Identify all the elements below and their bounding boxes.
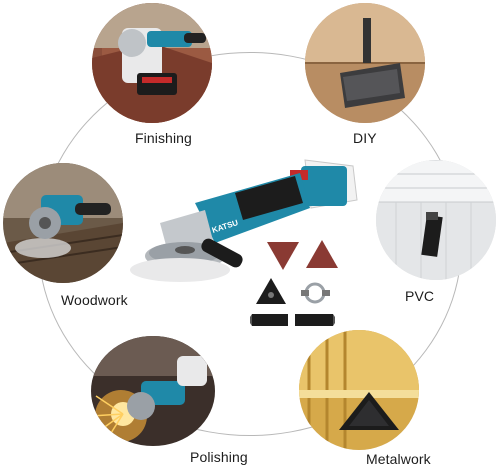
finishing-label: Finishing — [135, 130, 192, 146]
pvc-label: PVC — [405, 288, 435, 304]
pvc-photo — [376, 160, 496, 280]
hose-clamp-adapter — [298, 278, 332, 308]
polishing-label: Polishing — [190, 449, 248, 465]
finishing-photo — [92, 3, 212, 123]
metalwork-label: Metalwork — [366, 451, 431, 467]
polishing-photo — [91, 336, 215, 446]
triangular-sanding-pad-right — [304, 238, 340, 270]
triangular-sanding-pad-left — [265, 240, 301, 272]
oscillating-blade-right — [293, 309, 335, 331]
metalwork-photo — [299, 330, 419, 450]
woodwork-photo — [3, 163, 123, 283]
triangular-backing-pad — [254, 276, 288, 306]
oscillating-blade-left — [250, 309, 290, 331]
angle-grinder-image: KATSU — [125, 148, 375, 338]
woodwork-label: Woodwork — [61, 292, 128, 308]
diy-label: DIY — [353, 130, 377, 146]
diy-photo — [305, 3, 425, 123]
